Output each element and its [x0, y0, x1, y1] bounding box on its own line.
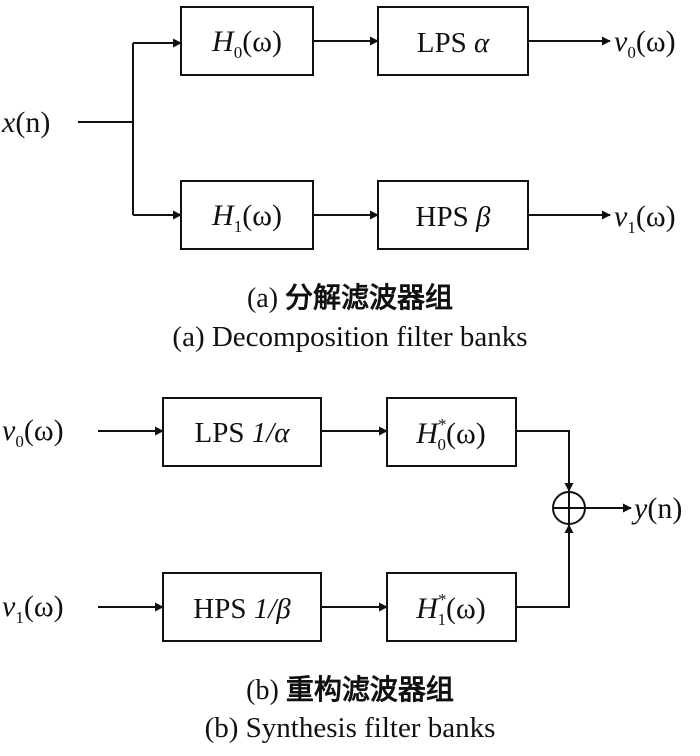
lps-inverse-alpha-box [162, 397, 322, 467]
synthesis-caption-cn: (b) 重构滤波器组 [0, 668, 700, 708]
wire-h1c-to-adder [516, 524, 574, 608]
decomposition-caption-num: (a) [246, 283, 279, 314]
decomposition-section: x(n) H0(ω) LPS α v0(ω) H1(ω) HPS β [1, 6, 676, 250]
summing-junction-icon [552, 491, 586, 525]
synthesis-caption-num: (b) [246, 675, 279, 706]
h1-conjugate-label: H*1(ω) [415, 590, 485, 629]
h0-conjugate-label: H*0(ω) [415, 415, 485, 454]
input-signal-label: x(n) [1, 106, 50, 139]
v1-input-label: v1(ω) [2, 590, 64, 627]
lps-alpha-label: LPS α [417, 27, 490, 59]
hps-beta-label: HPS β [416, 201, 491, 233]
decomposition-caption-cn: (a) 分解滤波器组 [0, 276, 700, 316]
hps-beta-box [377, 180, 529, 250]
decomposition-caption-en: (a) Decomposition filter banks [172, 321, 528, 353]
output-signal-label: y(n) [631, 492, 682, 525]
hps-inverse-beta-box [162, 572, 322, 642]
decomposition-caption-text: 分解滤波器组 [285, 283, 454, 314]
lps-alpha-box [377, 6, 529, 76]
h0-filter-box [180, 6, 314, 76]
synthesis-caption-text: 重构滤波器组 [285, 675, 454, 706]
synthesis-section: v0(ω) LPS 1/α H*0(ω) y(n) v1(ω) [2, 397, 682, 642]
lps-inverse-alpha-label: LPS 1/α [194, 417, 290, 449]
v0-output-label: v0(ω) [614, 25, 676, 62]
hps-inverse-beta-label: HPS 1/β [193, 593, 291, 625]
h0-filter-label: H0(ω) [211, 25, 282, 62]
h0-conjugate-box [386, 397, 517, 467]
wire-h0c-to-adder [516, 430, 574, 492]
h1-filter-label: H1(ω) [211, 199, 282, 236]
h1-conjugate-box [386, 572, 517, 642]
v1-output-label: v1(ω) [614, 200, 676, 237]
synthesis-caption-en: (b) Synthesis filter banks [204, 712, 496, 744]
v0-input-label: v0(ω) [2, 414, 64, 451]
